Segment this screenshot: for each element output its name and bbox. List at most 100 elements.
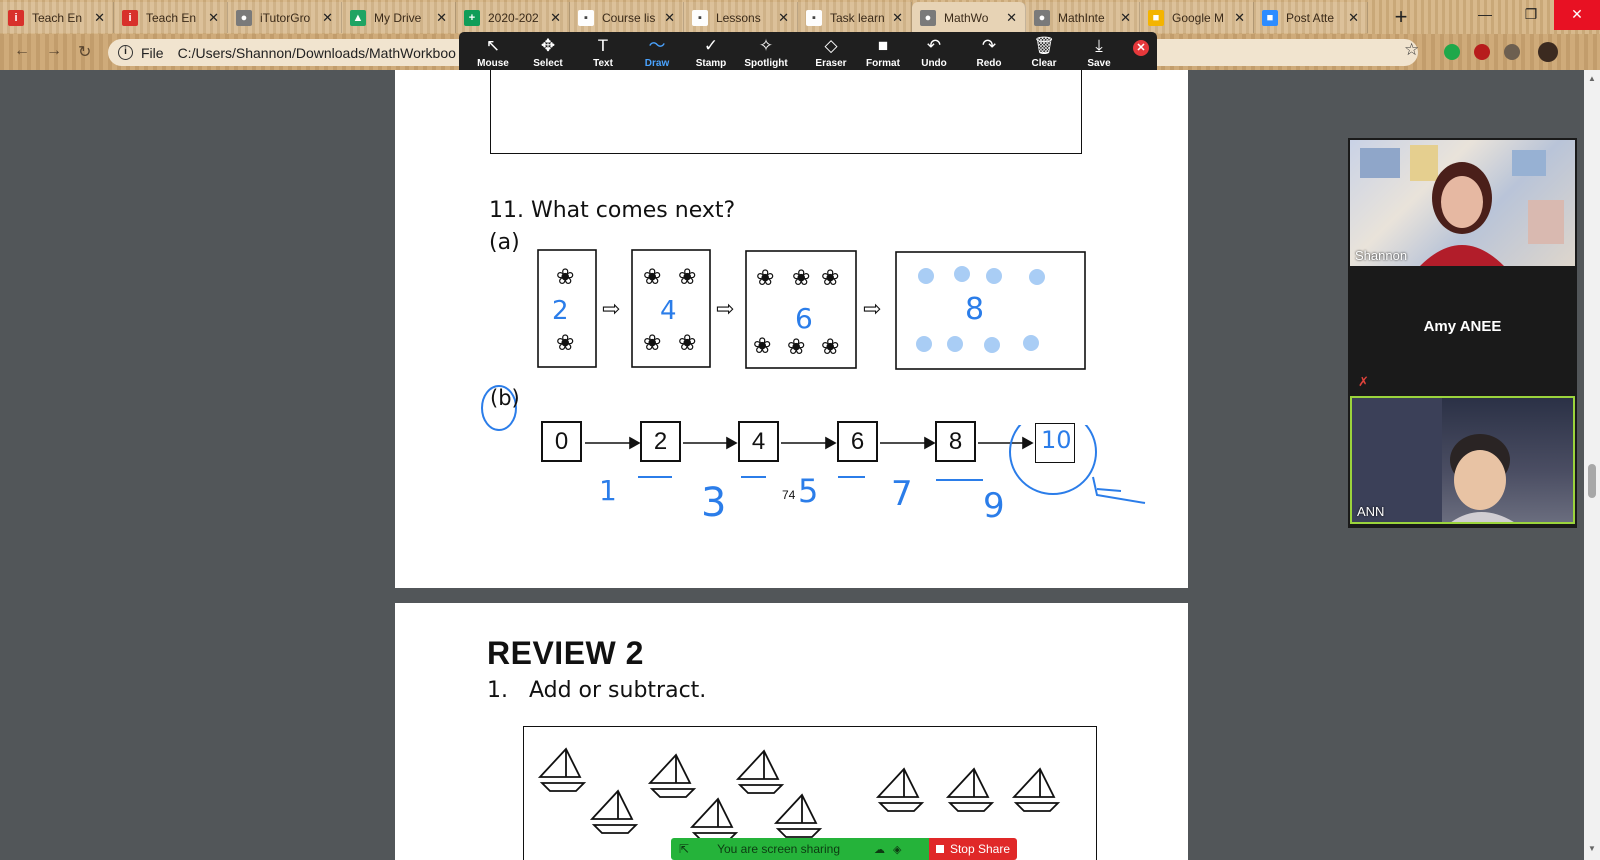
handwritten-odd-1: 1 bbox=[599, 474, 617, 507]
address-scheme: File bbox=[141, 44, 164, 61]
close-tab-icon[interactable]: ✕ bbox=[664, 9, 675, 25]
close-tab-icon[interactable]: ✕ bbox=[892, 9, 903, 25]
browser-tab[interactable]: ●MathInte✕ bbox=[1026, 2, 1140, 33]
participant-name: ANN bbox=[1357, 504, 1385, 519]
boats-figure-box bbox=[523, 726, 1097, 860]
browser-tab[interactable]: ● iTutorGro ✕ bbox=[228, 2, 342, 33]
cloud-icon: ☁ bbox=[874, 843, 886, 856]
placeholder-dot bbox=[1029, 269, 1045, 285]
ublock-extension-icon[interactable] bbox=[1474, 44, 1490, 60]
tab-favicon-icon: ▪ bbox=[692, 9, 708, 26]
sequence-answer-box bbox=[1035, 423, 1075, 463]
close-tab-icon[interactable]: ✕ bbox=[94, 9, 105, 25]
extension-green-icon[interactable] bbox=[1444, 44, 1460, 60]
forward-icon[interactable]: → bbox=[46, 42, 62, 59]
annotate-tool-draw[interactable]: 〜Draw bbox=[631, 34, 683, 74]
page-number: 74 bbox=[782, 488, 796, 502]
close-tab-icon[interactable]: ✕ bbox=[1234, 9, 1245, 25]
tab-label: Teach En bbox=[32, 10, 83, 25]
browser-tab[interactable]: ▪Course lis✕ bbox=[570, 2, 684, 33]
close-annotation-icon[interactable]: ✕ bbox=[1133, 40, 1149, 56]
question-title: 11. What comes next? bbox=[489, 198, 736, 223]
annotate-tool-select[interactable]: ✥Select bbox=[522, 34, 574, 74]
handwritten-count-2: 4 bbox=[660, 296, 677, 326]
arrow-icon: ⇨ bbox=[602, 297, 620, 322]
close-tab-icon[interactable]: ✕ bbox=[1006, 9, 1017, 25]
placeholder-dot bbox=[918, 268, 934, 284]
close-window-button[interactable]: ✕ bbox=[1554, 0, 1600, 30]
annotate-tool-label: Format bbox=[866, 58, 900, 69]
share-status-icon: ⇱ bbox=[679, 842, 690, 856]
handwritten-odd-2: 3 bbox=[701, 480, 727, 526]
annotate-tool-format[interactable]: ■ Format bbox=[857, 34, 909, 74]
annotate-tool-save[interactable]: ⤓ Save bbox=[1073, 34, 1125, 74]
close-tab-icon[interactable]: ✕ bbox=[322, 9, 333, 25]
browser-tab[interactable]: ▪Lessons✕ bbox=[684, 2, 798, 33]
close-tab-icon[interactable]: ✕ bbox=[1120, 9, 1131, 25]
screen-share-banner[interactable]: ⇱ You are screen sharing ☁ ◈ bbox=[671, 838, 929, 860]
profile-avatar[interactable] bbox=[1538, 42, 1558, 62]
close-tab-icon[interactable]: ✕ bbox=[1348, 9, 1359, 25]
tab-label: Google M bbox=[1172, 10, 1225, 25]
tab-label: MathWo bbox=[944, 10, 989, 25]
browser-tab[interactable]: ●MathWo✕ bbox=[912, 2, 1026, 33]
video-tile-amy[interactable]: Amy ANEE ✗ bbox=[1350, 268, 1575, 396]
participant-video bbox=[1352, 398, 1514, 522]
annotate-tool-stamp[interactable]: ✓Stamp bbox=[685, 34, 737, 74]
flower-icon: ❀ bbox=[643, 331, 661, 356]
annotate-tool-label: Save bbox=[1087, 58, 1111, 69]
browser-tab[interactable]: ▪Task learn✕ bbox=[798, 2, 912, 33]
browser-tab[interactable]: ■Google M✕ bbox=[1140, 2, 1254, 33]
video-tile-shannon[interactable]: Shannon bbox=[1350, 140, 1575, 266]
scroll-down-icon[interactable]: ▼ bbox=[1588, 844, 1596, 853]
back-icon[interactable]: ← bbox=[14, 42, 30, 59]
new-tab-button[interactable]: + bbox=[1394, 4, 1408, 29]
tab-favicon-icon: ● bbox=[236, 9, 252, 26]
stop-share-button[interactable]: Stop Share bbox=[929, 838, 1017, 860]
tab-label: iTutorGro bbox=[260, 10, 311, 25]
stamp-icon: ✓ bbox=[703, 36, 719, 55]
placeholder-dot bbox=[954, 266, 970, 282]
draw-icon: 〜 bbox=[648, 36, 666, 55]
boat-icon bbox=[945, 767, 995, 812]
arrow-icon: ⇨ bbox=[716, 297, 734, 322]
annotate-tool-spotlight[interactable]: ✧Spotlight bbox=[740, 34, 792, 74]
muted-mic-icon: ✗ bbox=[1358, 374, 1369, 389]
scroll-up-icon[interactable]: ▲ bbox=[1588, 74, 1596, 83]
reload-icon[interactable]: ↻ bbox=[78, 44, 92, 61]
page-scrollbar[interactable]: ▲ ▼ bbox=[1584, 70, 1600, 860]
close-tab-icon[interactable]: ✕ bbox=[436, 9, 447, 25]
annotate-tool-clear[interactable]: 🗑Clear bbox=[1018, 34, 1070, 74]
minimize-button[interactable]: — bbox=[1478, 6, 1492, 22]
format-icon: ■ bbox=[877, 36, 889, 55]
handwritten-odd-4: 7 bbox=[891, 474, 913, 514]
browser-tab[interactable]: ▲My Drive✕ bbox=[342, 2, 456, 33]
bookmark-star-icon[interactable]: ☆ bbox=[1404, 40, 1420, 59]
boat-icon bbox=[773, 793, 823, 838]
browser-tab[interactable]: +2020-202✕ bbox=[456, 2, 570, 33]
save-icon: ⤓ bbox=[1095, 36, 1103, 55]
close-tab-icon[interactable]: ✕ bbox=[208, 9, 219, 25]
annotate-tool-mouse[interactable]: ↖Mouse bbox=[467, 34, 519, 74]
boat-icon bbox=[1011, 767, 1061, 812]
annotate-tool-label: Redo bbox=[976, 58, 1002, 69]
annotate-tool-eraser[interactable]: ◇Eraser bbox=[805, 34, 857, 74]
annotate-tool-undo[interactable]: ↶Undo bbox=[908, 34, 960, 74]
video-tile-ann[interactable]: ANN bbox=[1350, 396, 1575, 524]
scroll-thumb[interactable] bbox=[1588, 464, 1596, 498]
answer-box bbox=[490, 70, 1082, 154]
redo-icon: ↷ bbox=[981, 36, 997, 55]
restore-button[interactable]: ❐ bbox=[1524, 6, 1538, 22]
text-icon: T bbox=[597, 36, 609, 55]
extension-puzzle-icon[interactable] bbox=[1504, 44, 1520, 60]
info-icon[interactable]: i bbox=[118, 45, 133, 60]
browser-tab[interactable]: ■Post Atte✕ bbox=[1254, 2, 1368, 33]
annotate-tool-redo[interactable]: ↷ Redo bbox=[963, 34, 1015, 74]
placeholder-dot bbox=[984, 337, 1000, 353]
review-title: REVIEW 2 bbox=[487, 635, 644, 671]
close-tab-icon[interactable]: ✕ bbox=[778, 9, 789, 25]
close-tab-icon[interactable]: ✕ bbox=[550, 9, 561, 25]
